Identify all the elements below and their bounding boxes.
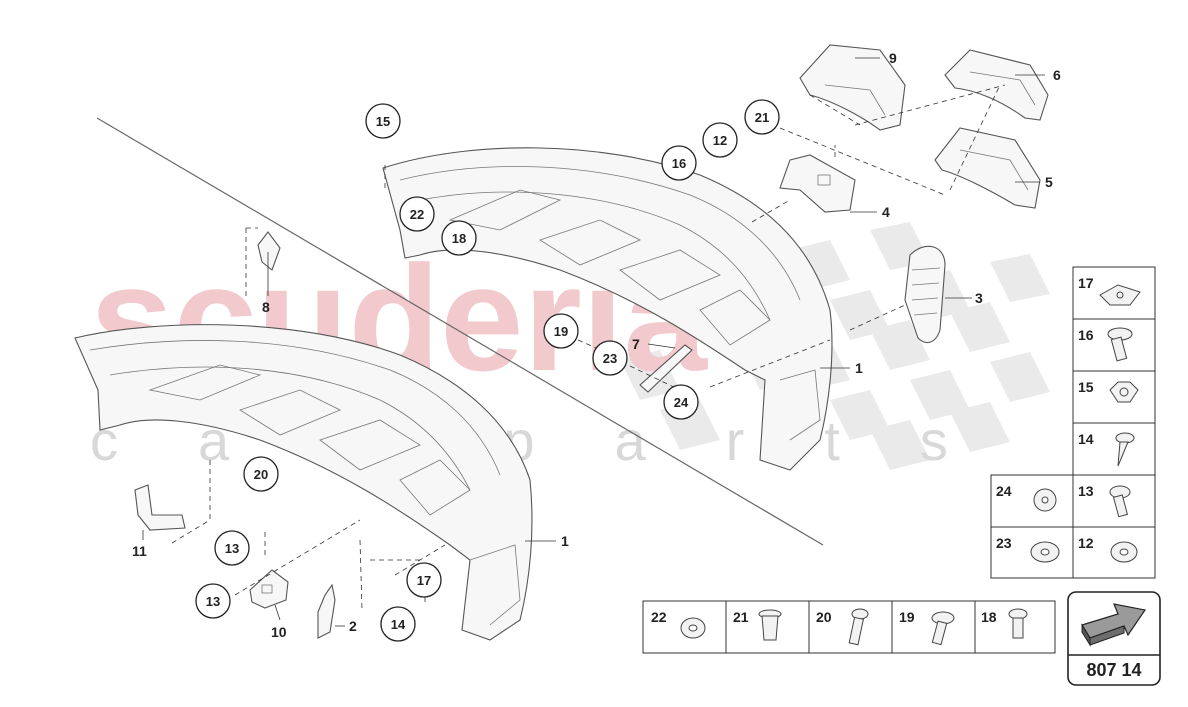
svg-text:22: 22 <box>410 207 424 222</box>
hardware-table-bottom: 22 21 20 19 18 <box>642 600 1056 654</box>
hw-num-23: 23 <box>996 535 1012 551</box>
svg-text:20: 20 <box>254 467 268 482</box>
callout-18: 18 <box>441 220 477 256</box>
callouts: 15 22 18 21 12 16 19 23 24 20 13 13 17 1… <box>195 99 780 642</box>
callout-20: 20 <box>243 456 279 492</box>
hw-num-13: 13 <box>1078 483 1094 499</box>
hw-num-16: 16 <box>1078 327 1094 343</box>
svg-text:17: 17 <box>417 573 431 588</box>
callout-19: 19 <box>543 313 579 349</box>
washer-icon <box>1030 541 1060 563</box>
hw-num-19: 19 <box>899 609 915 625</box>
part-6-duct <box>944 49 1049 121</box>
washer-icon <box>680 617 706 639</box>
upper-bumper <box>382 147 833 471</box>
rivet-nut-icon <box>758 609 782 641</box>
hw-num-17: 17 <box>1078 275 1094 291</box>
callout-17: 17 <box>406 562 442 598</box>
svg-text:21: 21 <box>755 110 769 125</box>
label-8: 8 <box>262 299 270 315</box>
washer-icon <box>1110 541 1138 563</box>
svg-text:24: 24 <box>674 395 689 410</box>
svg-text:14: 14 <box>391 617 406 632</box>
countersunk-screw-icon <box>1008 608 1028 639</box>
part-10-bracket <box>249 569 289 609</box>
label-10: 10 <box>271 624 287 640</box>
callout-16: 16 <box>661 145 697 181</box>
hex-nut-icon <box>1109 381 1139 403</box>
label-9: 9 <box>889 50 897 66</box>
svg-text:13: 13 <box>225 541 239 556</box>
callout-12: 12 <box>702 122 738 158</box>
hw-num-12: 12 <box>1078 535 1094 551</box>
hw-num-21: 21 <box>733 609 749 625</box>
label-4: 4 <box>882 204 890 220</box>
svg-text:12: 12 <box>713 133 727 148</box>
callout-22: 22 <box>399 196 435 232</box>
flange-screw-icon <box>1109 485 1131 518</box>
part-11-bracket <box>134 484 186 531</box>
svg-text:19: 19 <box>554 324 568 339</box>
hw-num-15: 15 <box>1078 379 1094 395</box>
hardware-table-right: 17 16 15 14 24 13 23 12 <box>990 266 1156 579</box>
label-3: 3 <box>975 290 983 306</box>
label-2: 2 <box>349 618 357 634</box>
flange-bolt-icon <box>931 611 955 646</box>
label-1-lower: 1 <box>561 533 569 549</box>
direction-arrow-icon <box>1081 603 1147 647</box>
label-11: 11 <box>132 543 147 559</box>
label-1-upper: 1 <box>855 360 863 376</box>
svg-text:15: 15 <box>376 114 390 129</box>
callout-24: 24 <box>663 384 699 420</box>
svg-text:18: 18 <box>452 231 466 246</box>
hw-num-24: 24 <box>996 483 1012 499</box>
lock-washer-icon <box>1033 488 1057 512</box>
lower-bumper <box>74 324 533 641</box>
part-4-bracket <box>779 154 856 213</box>
leader-lines <box>142 57 1045 627</box>
svg-text:23: 23 <box>603 351 617 366</box>
label-7: 7 <box>632 336 640 352</box>
svg-text:16: 16 <box>672 156 686 171</box>
flange-screw-icon <box>1107 327 1133 362</box>
callout-14: 14 <box>380 606 416 642</box>
callout-21: 21 <box>744 99 780 135</box>
self-tapping-screw-icon <box>1115 432 1135 467</box>
part-5-duct <box>934 127 1041 209</box>
part-7-strip <box>639 344 693 393</box>
callout-13-lower: 13 <box>195 583 231 619</box>
hw-num-20: 20 <box>816 609 832 625</box>
part-3-grille <box>904 245 946 344</box>
hw-num-14: 14 <box>1078 431 1094 447</box>
bolt-icon <box>848 608 869 646</box>
part-labels: 9 6 5 4 3 1 1 8 7 11 10 2 <box>132 50 1061 640</box>
callout-15: 15 <box>365 103 401 139</box>
part-9-duct <box>799 44 906 131</box>
clip-nut-icon <box>1099 284 1141 306</box>
hw-num-22: 22 <box>651 609 667 625</box>
label-6: 6 <box>1053 67 1061 83</box>
callout-23: 23 <box>592 340 628 376</box>
separator-line <box>96 117 824 546</box>
hw-num-18: 18 <box>981 609 997 625</box>
part-2-sensor <box>317 583 336 639</box>
reference-box: 807 14 <box>1067 591 1161 686</box>
svg-text:13: 13 <box>206 594 220 609</box>
reference-code: 807 14 <box>1086 660 1141 680</box>
callout-13-upper: 13 <box>214 530 250 566</box>
part-8-bracket <box>257 231 281 271</box>
label-5: 5 <box>1045 174 1053 190</box>
